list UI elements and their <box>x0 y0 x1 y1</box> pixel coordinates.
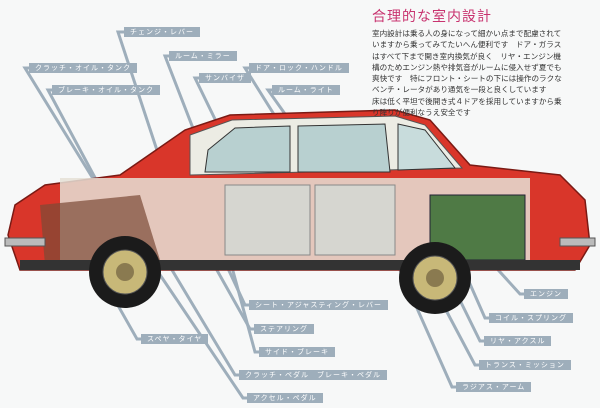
label-change-lever: チェンジ・レバー <box>124 27 200 37</box>
description-line: いますから乗ってみてたいへん便利です ドア・ガラス <box>372 40 562 50</box>
description-line: ベンチ・レータがあり通気を一段と良くしています <box>372 85 547 95</box>
description-line: り降りが便利なうえ安全です <box>372 108 471 118</box>
label-door-lock-handle: ドア・ロック・ハンドル <box>249 63 349 73</box>
label-clutch-brake-pedal: クラッチ・ペダル ブレーキ・ペダル <box>239 370 387 380</box>
description-text: 室内設計は乗る人の身になって細かい点まで配慮されて いますから乗ってみてたいへん… <box>372 28 594 118</box>
window-quarter <box>397 123 457 171</box>
label-room-light: ルーム・ライト <box>272 85 340 95</box>
label-accel-pedal: アクセル・ペダル <box>247 393 323 403</box>
window-rear <box>297 123 391 173</box>
label-steering: ステアリング <box>254 324 314 334</box>
front-wheel <box>89 236 161 308</box>
label-seat-adjusting-lever: シート・アジャスティング・レバー <box>249 300 388 310</box>
sill <box>20 260 580 270</box>
label-sun-visor: サンバイザ <box>199 73 251 83</box>
door-panel <box>224 184 311 256</box>
window-front <box>204 125 291 173</box>
bumper-rear <box>559 237 596 247</box>
section-heading: 合理的な室内設計 <box>372 9 492 25</box>
door-panel-rear <box>314 184 396 256</box>
description-line: 構のためエンジン熱や排気音がルームに侵入せず夏でも <box>372 62 562 72</box>
label-engine: エンジン <box>524 289 568 299</box>
description-line: 爽快です 特にフロント・シートの下には操作のラクな <box>372 74 562 84</box>
description-line: 床は低く平坦で後開き式４ドアを採用していますから乗 <box>372 96 562 106</box>
label-rear-axle: リヤ・アクスル <box>484 336 552 346</box>
label-room-mirror: ルーム・ミラー <box>169 51 237 61</box>
bumper-front <box>4 237 46 247</box>
label-clutch-oil-tank: クラッチ・オイル・タンク <box>29 63 137 73</box>
description-line: 室内設計は乗る人の身になって細かい点まで配慮されて <box>372 29 562 38</box>
rear-wheel <box>399 242 471 314</box>
label-coil-spring: コイル・スプリング <box>489 313 573 323</box>
description-line: はすべて下まで開き室内換気が良く リヤ・エンジン機 <box>372 51 562 61</box>
label-side-brake: サイド・ブレーキ <box>259 347 335 357</box>
label-radius-arm: ラジアス・アーム <box>456 382 532 392</box>
label-spare-tire: スペヤ・タイヤ <box>141 334 209 344</box>
label-brake-oil-tank: ブレーキ・オイル・タンク <box>52 85 160 95</box>
label-transmission: トランス・ミッション <box>479 360 571 370</box>
